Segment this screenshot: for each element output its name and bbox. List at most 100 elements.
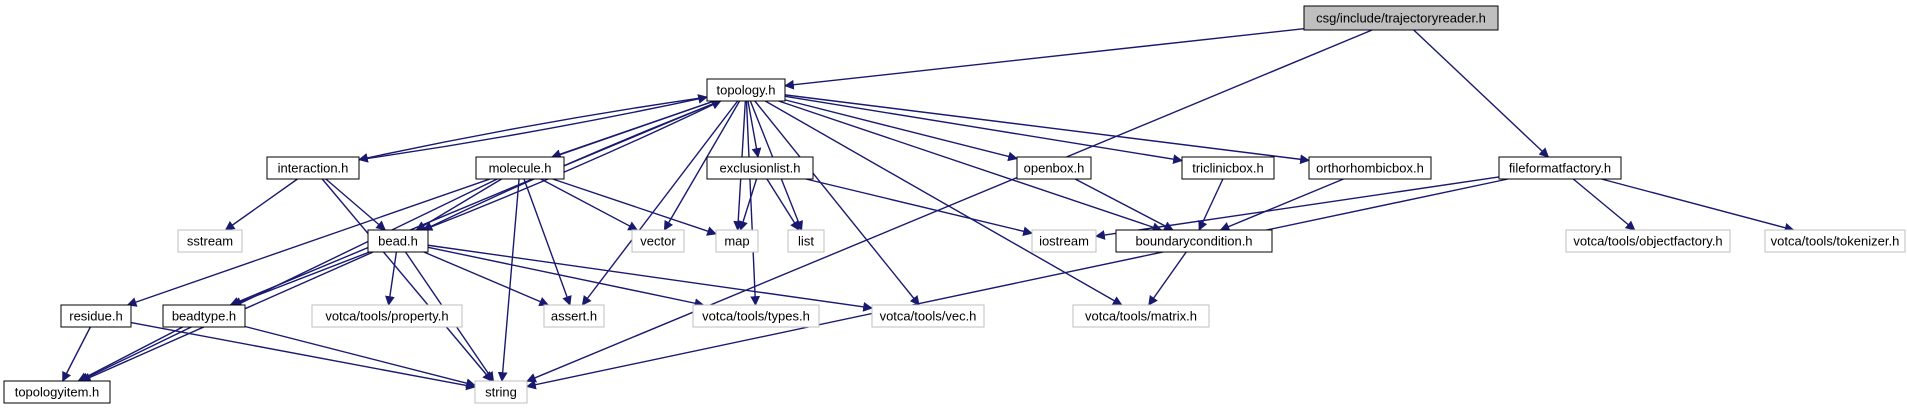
node-molecule[interactable]: molecule.h: [475, 156, 565, 180]
node-box-root: [1303, 5, 1499, 31]
node-interaction[interactable]: interaction.h: [266, 156, 360, 180]
node-orthorhombicbox[interactable]: orthorhombicbox.h: [1308, 156, 1432, 180]
node-box-orthorhombicbox: [1308, 156, 1432, 180]
edge-topology-to-vec: [754, 100, 920, 306]
node-box-list: [787, 229, 825, 253]
node-label-topologyitem: topologyitem.h: [15, 385, 100, 400]
edge-fileformatfactory-to-objectfactory: [1572, 178, 1636, 231]
edge-root-to-fileformatfactory: [1413, 29, 1550, 158]
edges-layer: [62, 27, 1795, 391]
node-label-map: map: [724, 234, 749, 249]
node-property: votca/tools/property.h: [311, 304, 463, 328]
edge-bead-to-beadtype: [231, 251, 370, 307]
node-box-sstream: [177, 229, 243, 253]
node-label-openbox: openbox.h: [1024, 161, 1085, 176]
node-exclusionlist[interactable]: exclusionlist.h: [706, 156, 814, 180]
node-label-boundarycondition: boundarycondition.h: [1135, 234, 1252, 249]
edge-exclusionlist-to-list: [766, 178, 800, 231]
edge-triclinicbox-to-boundarycondition: [1198, 178, 1224, 231]
edge-orthorhombicbox-to-boundarycondition: [1219, 178, 1344, 232]
node-box-matrix: [1072, 304, 1210, 328]
edge-topology-to-types: [745, 100, 761, 306]
node-label-sstream: sstream: [187, 234, 233, 249]
node-box-beadtype: [162, 304, 246, 328]
edge-interaction-to-bead: [325, 178, 386, 231]
edge-beadtype-to-string: [244, 325, 476, 388]
edge-root-to-topology: [784, 27, 1305, 90]
node-tokenizer: votca/tools/tokenizer.h: [1764, 229, 1906, 253]
edge-bead-to-topology: [423, 100, 722, 231]
node-label-property: votca/tools/property.h: [325, 309, 448, 324]
node-box-interaction: [266, 156, 360, 180]
edge-topology-to-vector: [663, 100, 741, 231]
node-label-vec: votca/tools/vec.h: [880, 309, 977, 324]
node-box-boundarycondition: [1115, 229, 1273, 253]
node-box-vector: [631, 229, 685, 253]
node-box-fileformatfactory: [1498, 156, 1622, 180]
edge-topology-to-orthorhombicbox: [784, 94, 1310, 165]
edge-bead-to-types: [427, 246, 705, 308]
node-bead[interactable]: bead.h: [367, 229, 429, 253]
node-label-interaction: interaction.h: [278, 161, 349, 176]
edge-interaction-to-topology: [358, 94, 708, 161]
node-map: map: [715, 229, 759, 253]
node-box-openbox: [1016, 156, 1092, 180]
edge-exclusionlist-to-iostream: [805, 178, 1033, 237]
edge-topology-to-beadtype: [229, 100, 720, 307]
edge-topology-to-boundarycondition: [778, 100, 1163, 232]
node-topologyitem[interactable]: topologyitem.h: [3, 380, 111, 404]
edge-residue-to-string: [130, 321, 476, 391]
node-boundarycondition[interactable]: boundarycondition.h: [1115, 229, 1273, 253]
edge-topology-to-openbox: [784, 99, 1018, 162]
node-vector: vector: [631, 229, 685, 253]
nodes-layer: csg/include/trajectoryreader.h topology.h…: [3, 5, 1906, 404]
node-iostream: iostream: [1031, 229, 1097, 253]
edge-bead-to-assert: [423, 251, 550, 307]
node-list: list: [787, 229, 825, 253]
edge-root-to-string: [526, 29, 1373, 383]
node-box-bead: [367, 229, 429, 253]
node-openbox[interactable]: openbox.h: [1016, 156, 1092, 180]
edge-molecule-to-vector: [540, 178, 639, 231]
node-label-objectfactory: votca/tools/objectfactory.h: [1573, 234, 1722, 249]
node-string: string: [474, 380, 528, 404]
node-matrix: votca/tools/matrix.h: [1072, 304, 1210, 328]
edge-topology-to-assert: [581, 100, 739, 306]
node-box-string: [474, 380, 528, 404]
edge-molecule-to-topologyitem: [78, 178, 498, 382]
node-label-exclusionlist: exclusionlist.h: [720, 161, 801, 176]
node-label-molecule: molecule.h: [489, 161, 552, 176]
node-box-exclusionlist: [706, 156, 814, 180]
edge-topology-to-triclinicbox: [784, 95, 1183, 164]
edge-fileformatfactory-to-string: [526, 178, 1509, 390]
node-box-molecule: [475, 156, 565, 180]
node-label-iostream: iostream: [1039, 234, 1089, 249]
edge-interaction-to-sstream: [224, 178, 298, 231]
edge-bead-to-vec: [427, 244, 873, 312]
node-sstream: sstream: [177, 229, 243, 253]
node-fileformatfactory[interactable]: fileformatfactory.h: [1498, 156, 1622, 180]
node-label-bead: bead.h: [378, 234, 418, 249]
node-label-beadtype: beadtype.h: [172, 309, 236, 324]
node-beadtype[interactable]: beadtype.h: [162, 304, 246, 328]
edge-residue-to-topologyitem: [62, 326, 91, 382]
edge-exclusionlist-to-map: [738, 178, 758, 231]
edge-molecule-to-string: [497, 178, 520, 382]
edge-molecule-to-assert: [523, 178, 572, 306]
node-root[interactable]: csg/include/trajectoryreader.h: [1303, 5, 1499, 31]
edge-interaction-to-string: [321, 178, 493, 382]
edge-beadtype-to-topologyitem: [77, 326, 184, 382]
node-vec: votca/tools/vec.h: [871, 304, 985, 328]
node-box-assert: [543, 304, 605, 328]
edge-bead-to-property: [385, 251, 398, 306]
node-types: votca/tools/types.h: [692, 304, 820, 328]
node-triclinicbox[interactable]: triclinicbox.h: [1181, 156, 1275, 180]
node-residue[interactable]: residue.h: [60, 304, 132, 328]
node-label-root: csg/include/trajectoryreader.h: [1316, 11, 1486, 26]
node-assert: assert.h: [543, 304, 605, 328]
node-topology[interactable]: topology.h: [706, 78, 786, 102]
node-box-property: [311, 304, 463, 328]
edge-boundarycondition-to-matrix: [1148, 251, 1187, 306]
node-label-residue: residue.h: [69, 309, 122, 324]
